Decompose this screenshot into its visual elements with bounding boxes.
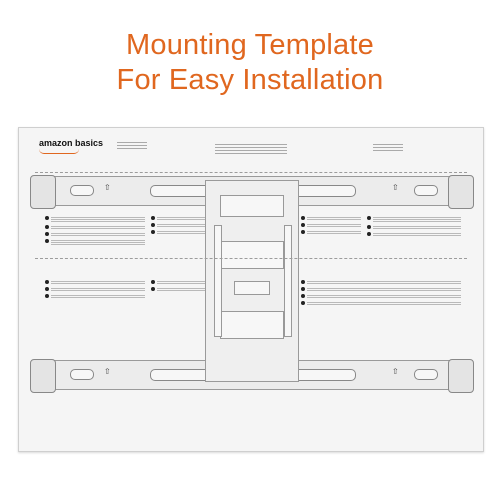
instructions-column-1b: [45, 278, 145, 299]
left-endcap: [30, 359, 56, 393]
instructions-column-2b: [151, 278, 205, 292]
up-arrow-icon: ⇧: [392, 367, 399, 376]
mounting-hole: [414, 185, 438, 196]
mounting-hole: [70, 369, 94, 380]
plate-rail: [284, 225, 292, 337]
up-arrow-icon: ⇧: [392, 183, 399, 192]
header-text-block: [117, 140, 147, 151]
plate-cutout: [220, 195, 284, 217]
plate-cutout: [234, 281, 270, 295]
header-text-block: [215, 142, 287, 156]
mounting-template-sheet: amazon basics ⇧ ⇧ ⇧ ⇧: [18, 127, 484, 452]
left-endcap: [30, 175, 56, 209]
plate-cutout: [220, 311, 284, 339]
right-endcap: [448, 175, 474, 209]
headline-line-2: For Easy Installation: [116, 64, 384, 96]
wall-plate-outline: [205, 180, 299, 382]
headline: Mounting Template For Easy Installation: [0, 28, 500, 98]
plate-rail: [214, 225, 222, 337]
mounting-hole: [414, 369, 438, 380]
brand-smile-icon: [39, 149, 79, 154]
right-endcap: [448, 359, 474, 393]
headline-line-1: Mounting Template: [126, 29, 374, 61]
instructions-column-4: [367, 214, 461, 237]
header-text-block: [373, 142, 403, 153]
cut-line: [35, 258, 467, 259]
instructions-column-3: [301, 214, 361, 235]
instructions-column-2: [151, 214, 205, 235]
mounting-hole: [70, 185, 94, 196]
instructions-column-1: [45, 214, 145, 246]
cut-line: [35, 172, 467, 173]
brand-logo: amazon basics: [39, 138, 104, 148]
up-arrow-icon: ⇧: [104, 183, 111, 192]
up-arrow-icon: ⇧: [104, 367, 111, 376]
instructions-column-3b: [301, 278, 461, 306]
plate-cutout: [220, 241, 284, 269]
